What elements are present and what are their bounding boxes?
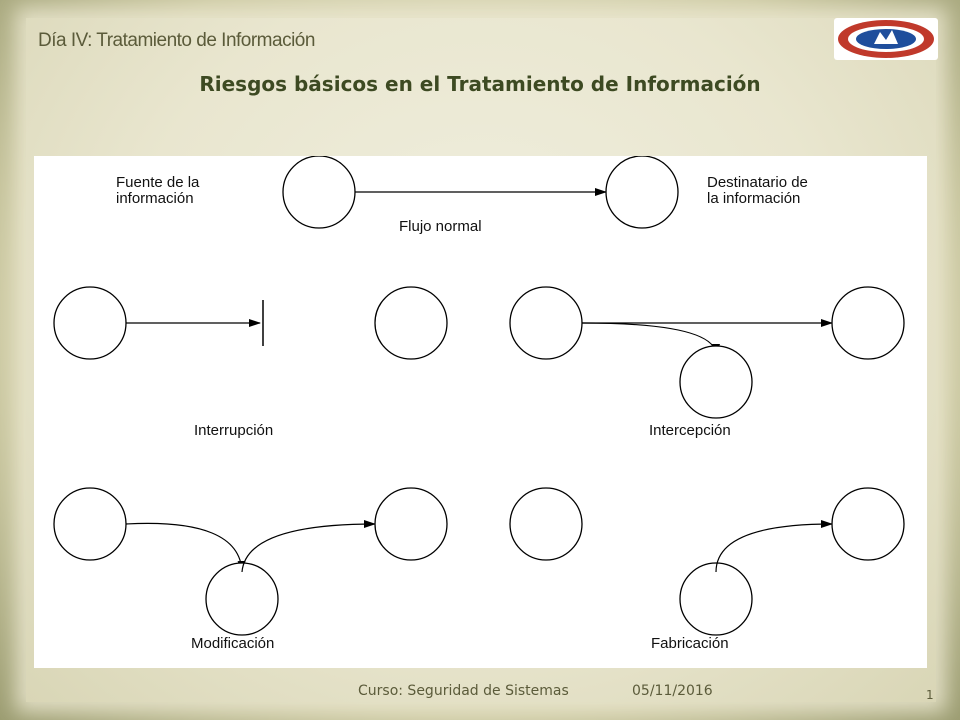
slide-title: Riesgos básicos en el Tratamiento de Inf… [199,72,761,96]
modification-intruder-node [205,562,279,636]
university-seal-icon [838,20,934,58]
modification-out-arrow [241,520,376,573]
modification-dest-node [374,487,448,561]
interception-source-node [509,286,583,360]
interception-caption: Intercepción [649,422,731,439]
university-logo [834,18,938,60]
fabrication-source-node [509,487,583,561]
interruption-dest-node [374,286,448,360]
page-number: 1 [926,688,934,702]
normal-caption: Flujo normal [399,218,482,235]
seal-emblem [874,30,898,44]
interruption-source-node [53,286,127,360]
diagram-panel: Fuente de la información Destinatario de… [34,156,927,668]
modification-in-arrow [125,522,246,573]
fabrication-intruder-node [679,562,753,636]
normal-source-node [282,156,356,229]
footer-course: Curso: Seguridad de Sistemas [358,683,569,699]
fabrication-arrow [715,520,833,573]
source-label-line1: Fuente de la [116,174,200,191]
risk-flow-diagram: Fuente de la información Destinatario de… [53,156,905,652]
fabrication-dest-node [831,487,905,561]
fabrication-caption: Fabricación [651,635,729,652]
interception-intruder-node [679,345,753,419]
source-label-line2: información [116,190,194,207]
interception-tap-arrow [581,322,720,356]
footer-date: 05/11/2016 [632,683,713,699]
interception-dest-node [831,286,905,360]
dest-label-line1: Destinatario de [707,174,808,191]
modification-caption: Modificación [191,635,274,652]
normal-dest-node [605,156,679,229]
modification-source-node [53,487,127,561]
seal-center [856,29,916,49]
dest-label-line2: la información [707,190,800,207]
header-title: Día IV: Tratamiento de Información [38,30,315,51]
interruption-caption: Interrupción [194,422,273,439]
